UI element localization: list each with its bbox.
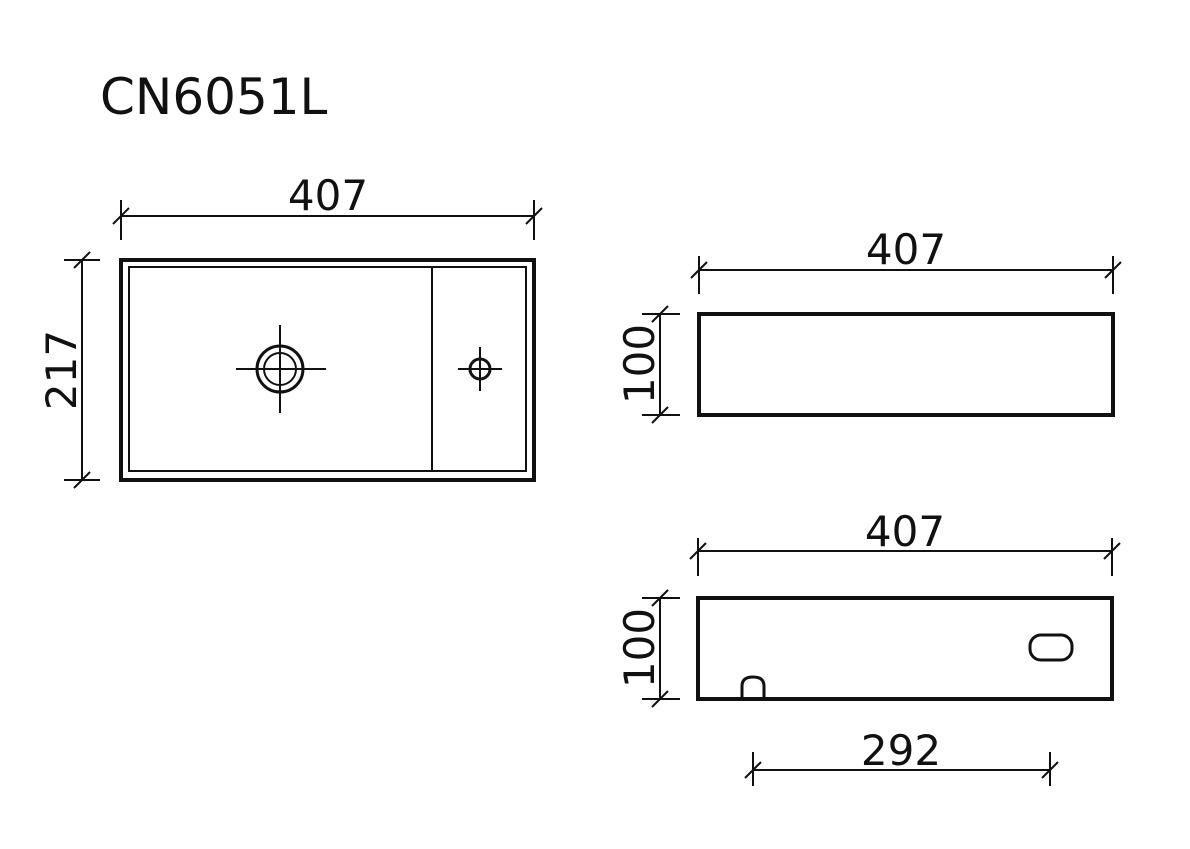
model-code: CN6051L: [100, 68, 328, 126]
mounting-notch-icon: [740, 675, 766, 699]
overflow-slot-icon: [1028, 633, 1074, 662]
rear-spacing-label: 292: [861, 726, 941, 775]
rear-width-dimension: [689, 538, 1121, 576]
top-view-outline: [119, 258, 536, 482]
front-height-label: 100: [615, 324, 664, 404]
top-width-label: 407: [288, 171, 368, 220]
top-depth-dimension: [64, 251, 100, 489]
top-width-dimension: [112, 200, 543, 240]
rear-width-label: 407: [865, 507, 945, 556]
front-width-dimension: [690, 256, 1122, 294]
top-view-inner-rim: [128, 266, 527, 472]
rear-spacing-dimension: [744, 752, 1059, 786]
top-depth-label: 217: [37, 330, 86, 410]
rear-height-label: 100: [615, 608, 664, 688]
tap-hole-icon: [458, 347, 502, 391]
front-view-outline: [697, 312, 1115, 417]
rear-height-dimension: [642, 589, 680, 708]
drain-hole-icon: [236, 325, 326, 413]
front-width-label: 407: [866, 225, 946, 274]
rear-view: 407 100 292: [615, 507, 1121, 786]
front-view: 407 100: [615, 225, 1122, 424]
rear-view-outline: [696, 596, 1114, 701]
front-height-dimension: [642, 305, 680, 424]
top-view: 407 217: [37, 171, 543, 489]
